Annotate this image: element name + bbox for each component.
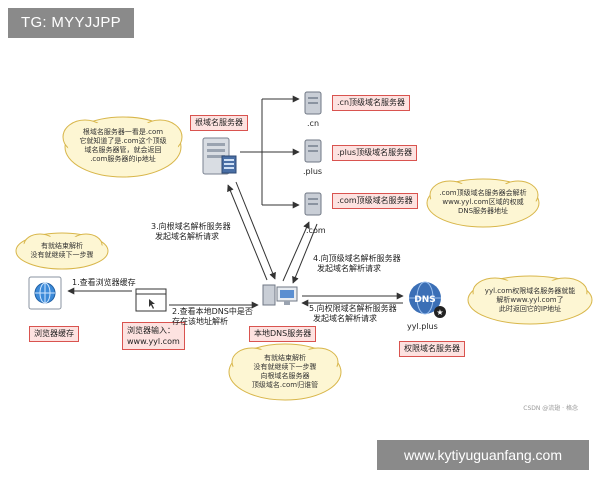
local-dns-computer-icon (262, 284, 298, 306)
tld-label-com: .com顶级域名服务器 (332, 193, 418, 209)
local-dns-label: 本地DNS服务器 (249, 326, 317, 342)
local-dns-note-cloud (228, 343, 342, 401)
browser-input-url: www.yyl.com (127, 337, 180, 346)
tld-caption-com: .com (306, 226, 326, 235)
root-server-note: 根域名服务器一看是.com 它就知道了是.com这个顶级 域名服务器管，就会返回… (79, 128, 167, 163)
credit-text: CSDN @流翅 · 格念 (523, 405, 578, 412)
browser-cache-label: 浏览器缓存 (29, 326, 79, 342)
browser-cache-note: 有就结束解析 没有就继续下一步骤 (30, 242, 94, 259)
tld-note-cloud (426, 178, 540, 228)
watermark-top: TG: MYYJJPP (8, 8, 134, 38)
browser-cache-note-cloud (15, 232, 109, 270)
browser-window-icon (135, 288, 167, 312)
tld-server-icon-cn (304, 91, 322, 115)
step-1-text: 1.查看浏览器缓存 (72, 278, 136, 287)
step-5-arrow (301, 292, 404, 307)
auth-server-note: yyl.com权限域名服务器就能 解析www.yyl.com了 此时返回它的IP… (484, 287, 576, 313)
tld-server-icon-plus (304, 139, 322, 163)
svg-text:★: ★ (436, 308, 443, 317)
auth-note-cloud (467, 275, 593, 325)
dns-badge-text: DNS (414, 295, 436, 305)
step-4-text: 4.向顶级域名解析服务器 发起域名解析请求 (313, 254, 401, 273)
tld-label-cn: .cn顶级域名服务器 (332, 95, 411, 111)
step-5-text: 5.向权限域名解析服务器 发起域名解析请求 (309, 304, 397, 323)
auth-server-caption: yyl.plus (407, 322, 438, 331)
browser-cache-icon (28, 276, 62, 310)
tld-caption-cn: .cn (307, 119, 320, 128)
root-to-tld-connector (240, 95, 300, 209)
browser-input-label: 浏览器输入： www.yyl.com (122, 322, 185, 350)
root-server-label: 根域名服务器 (190, 115, 248, 131)
tld-caption-plus: .plus (303, 167, 323, 176)
tld-note: .com顶级域名服务器会解析 www.yyl.com区域的权威 DNS服务器地址 (439, 189, 527, 215)
dns-badge-icon: DNS ★ (409, 281, 446, 318)
watermark-bottom[interactable]: www.kytiyuguanfang.com (377, 440, 589, 470)
step-4-arrow (282, 221, 318, 284)
local-dns-note: 有就结束解析 没有就继续下一步骤 向根域名服务器 顶级域名.com归谁管 (251, 354, 319, 389)
root-server-icon (202, 137, 237, 175)
tld-label-plus: .plus顶级域名服务器 (332, 145, 418, 161)
step-3-arrow (227, 181, 276, 281)
auth-server-label: 权限域名服务器 (399, 341, 465, 357)
step-2-text: 2.查看本地DNS中是否 存在该地址解析 (172, 307, 253, 326)
tld-server-icon-com (304, 192, 322, 216)
root-note-cloud (62, 116, 183, 178)
step-3-text: 3.向根域名解析服务器 发起域名解析请求 (151, 222, 231, 241)
